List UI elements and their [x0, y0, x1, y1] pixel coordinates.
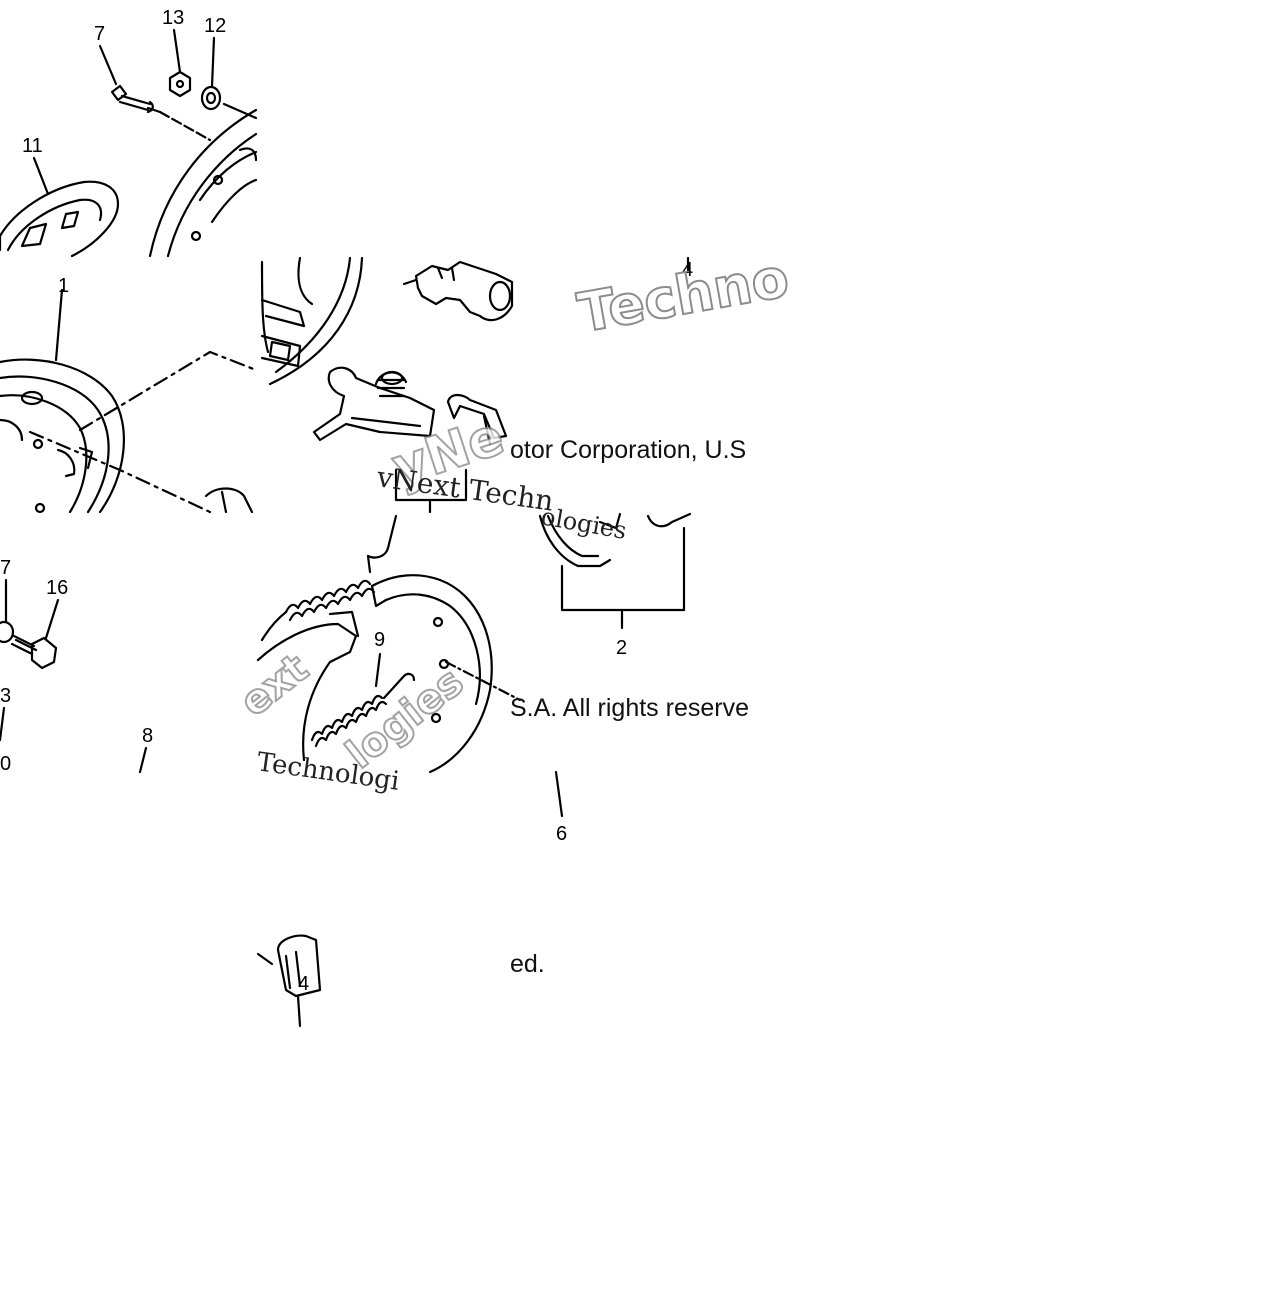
callout-12: 12 — [204, 15, 226, 37]
leader-line-13 — [172, 28, 182, 74]
leader-line-7 — [98, 44, 118, 86]
centerline — [28, 430, 212, 514]
centerline — [158, 110, 212, 142]
callout-17: 7 — [0, 557, 11, 579]
centerline — [444, 660, 522, 702]
shoe-spring-part-9 — [310, 672, 416, 748]
brake-shoe-part-2 — [538, 512, 692, 568]
copyright-line: S.A. All rights reserve — [510, 694, 749, 722]
leader-line-8 — [138, 746, 148, 774]
bolt-part-7 — [110, 84, 162, 114]
bolt-part-16 — [10, 634, 58, 670]
copyright-line: otor Corporation, U.S — [510, 436, 747, 464]
callout-2: 2 — [616, 637, 627, 659]
callout-9: 9 — [374, 629, 385, 651]
leader-line-12 — [210, 36, 216, 88]
callout-4: 4 — [682, 259, 693, 281]
brake-cam-lever-part-5 — [312, 366, 436, 442]
adjuster-bracket-part-4 — [402, 260, 514, 322]
callout-6: 6 — [556, 823, 567, 845]
brake-shoe-lower — [256, 574, 493, 774]
callout-7: 7 — [94, 23, 105, 45]
callout-11: 11 — [22, 135, 43, 157]
washer-part-17 — [0, 620, 15, 644]
washer-part-12 — [200, 85, 222, 111]
retaining-clip-part — [256, 934, 322, 1028]
leader-line-16 — [44, 598, 60, 640]
cover-plate-part-11 — [0, 180, 120, 258]
leader-line-3 — [0, 706, 6, 742]
callout-16: 16 — [46, 577, 68, 599]
callout-13-lower: 3 — [0, 685, 11, 707]
return-spring-upper — [260, 514, 398, 642]
callout-8: 8 — [142, 725, 153, 747]
leader-line-9 — [374, 652, 382, 688]
leader-line-11 — [32, 156, 50, 196]
callout-4-clip: 4 — [298, 973, 309, 995]
copyright-line: ed. — [510, 950, 545, 978]
cam-stub — [204, 487, 254, 514]
nut-part-13 — [168, 70, 192, 98]
callout-1: 1 — [58, 275, 69, 297]
leader-line-1 — [54, 288, 64, 362]
watermark-text: ext — [232, 645, 317, 726]
centerline — [222, 102, 258, 120]
brake-drum-edge — [148, 108, 258, 258]
backing-plate-part-1 — [0, 358, 125, 514]
callout-10: 0 — [0, 753, 11, 775]
watermark-text: ologies — [539, 502, 629, 545]
centerline — [78, 350, 258, 432]
callout-13: 13 — [162, 7, 184, 29]
leader-line-6 — [554, 770, 564, 818]
drum-section — [260, 256, 364, 386]
retainer-spring-clip — [446, 393, 508, 446]
